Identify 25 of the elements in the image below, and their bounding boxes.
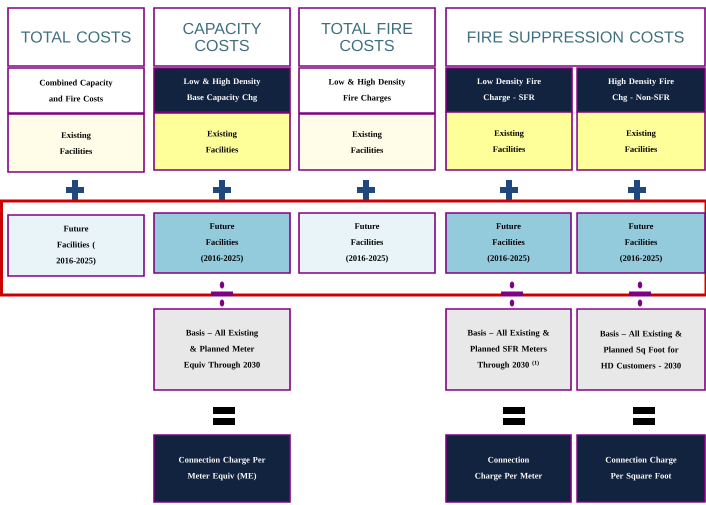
charge-box: Low & High Density Base Capacity Chg: [153, 67, 291, 113]
header-box: TOTAL COSTS: [7, 7, 145, 67]
charge-box: Connection Charge Per Square Foot: [576, 434, 706, 503]
charge-box: Connection Charge Per Meter: [445, 434, 572, 503]
facilities-box: Existing Facilities: [7, 113, 145, 173]
facilities-box: Existing Facilities: [153, 112, 291, 171]
basis-box: Basis – All Existing & Planned Sq Foot for HD Customers - 2030: [576, 308, 706, 391]
facilities-box: Existing Facilities: [445, 111, 573, 171]
facilities-box: Future Facilities (2016-2025): [298, 212, 436, 274]
facilities-box: Future Facilities (2016-2025): [576, 212, 706, 274]
facilities-box: Existing Facilities: [576, 111, 706, 171]
header-box: CAPACITY COSTS: [153, 7, 291, 67]
category-box: Low & High Density Fire Charges: [298, 67, 436, 114]
basis-box: Basis – All Existing & Planned Meter Equiv Through 2030: [153, 308, 291, 391]
facilities-box: Existing Facilities: [298, 113, 436, 171]
charge-box: High Density Fire Chg - Non-SFR: [576, 67, 706, 113]
basis-box: Basis – All Existing & Planned SFR Meters Through 2030 $^{(1)}$: [445, 308, 572, 391]
header-box: FIRE SUPPRESSION COSTS: [445, 7, 706, 67]
header-box: TOTAL FIRE COSTS: [298, 7, 436, 67]
facilities-box: Future Facilities (2016-2025): [153, 212, 291, 274]
facilities-box: Future Facilities (2016-2025): [445, 212, 572, 274]
facilities-box: Future Facilities ( 2016-2025): [7, 214, 145, 277]
charge-box: Connection Charge Per Meter Equiv (ME): [153, 434, 291, 503]
charge-box: Low Density Fire Charge - SFR: [445, 67, 573, 113]
category-box: Combined Capacity and Fire Costs: [7, 67, 145, 114]
